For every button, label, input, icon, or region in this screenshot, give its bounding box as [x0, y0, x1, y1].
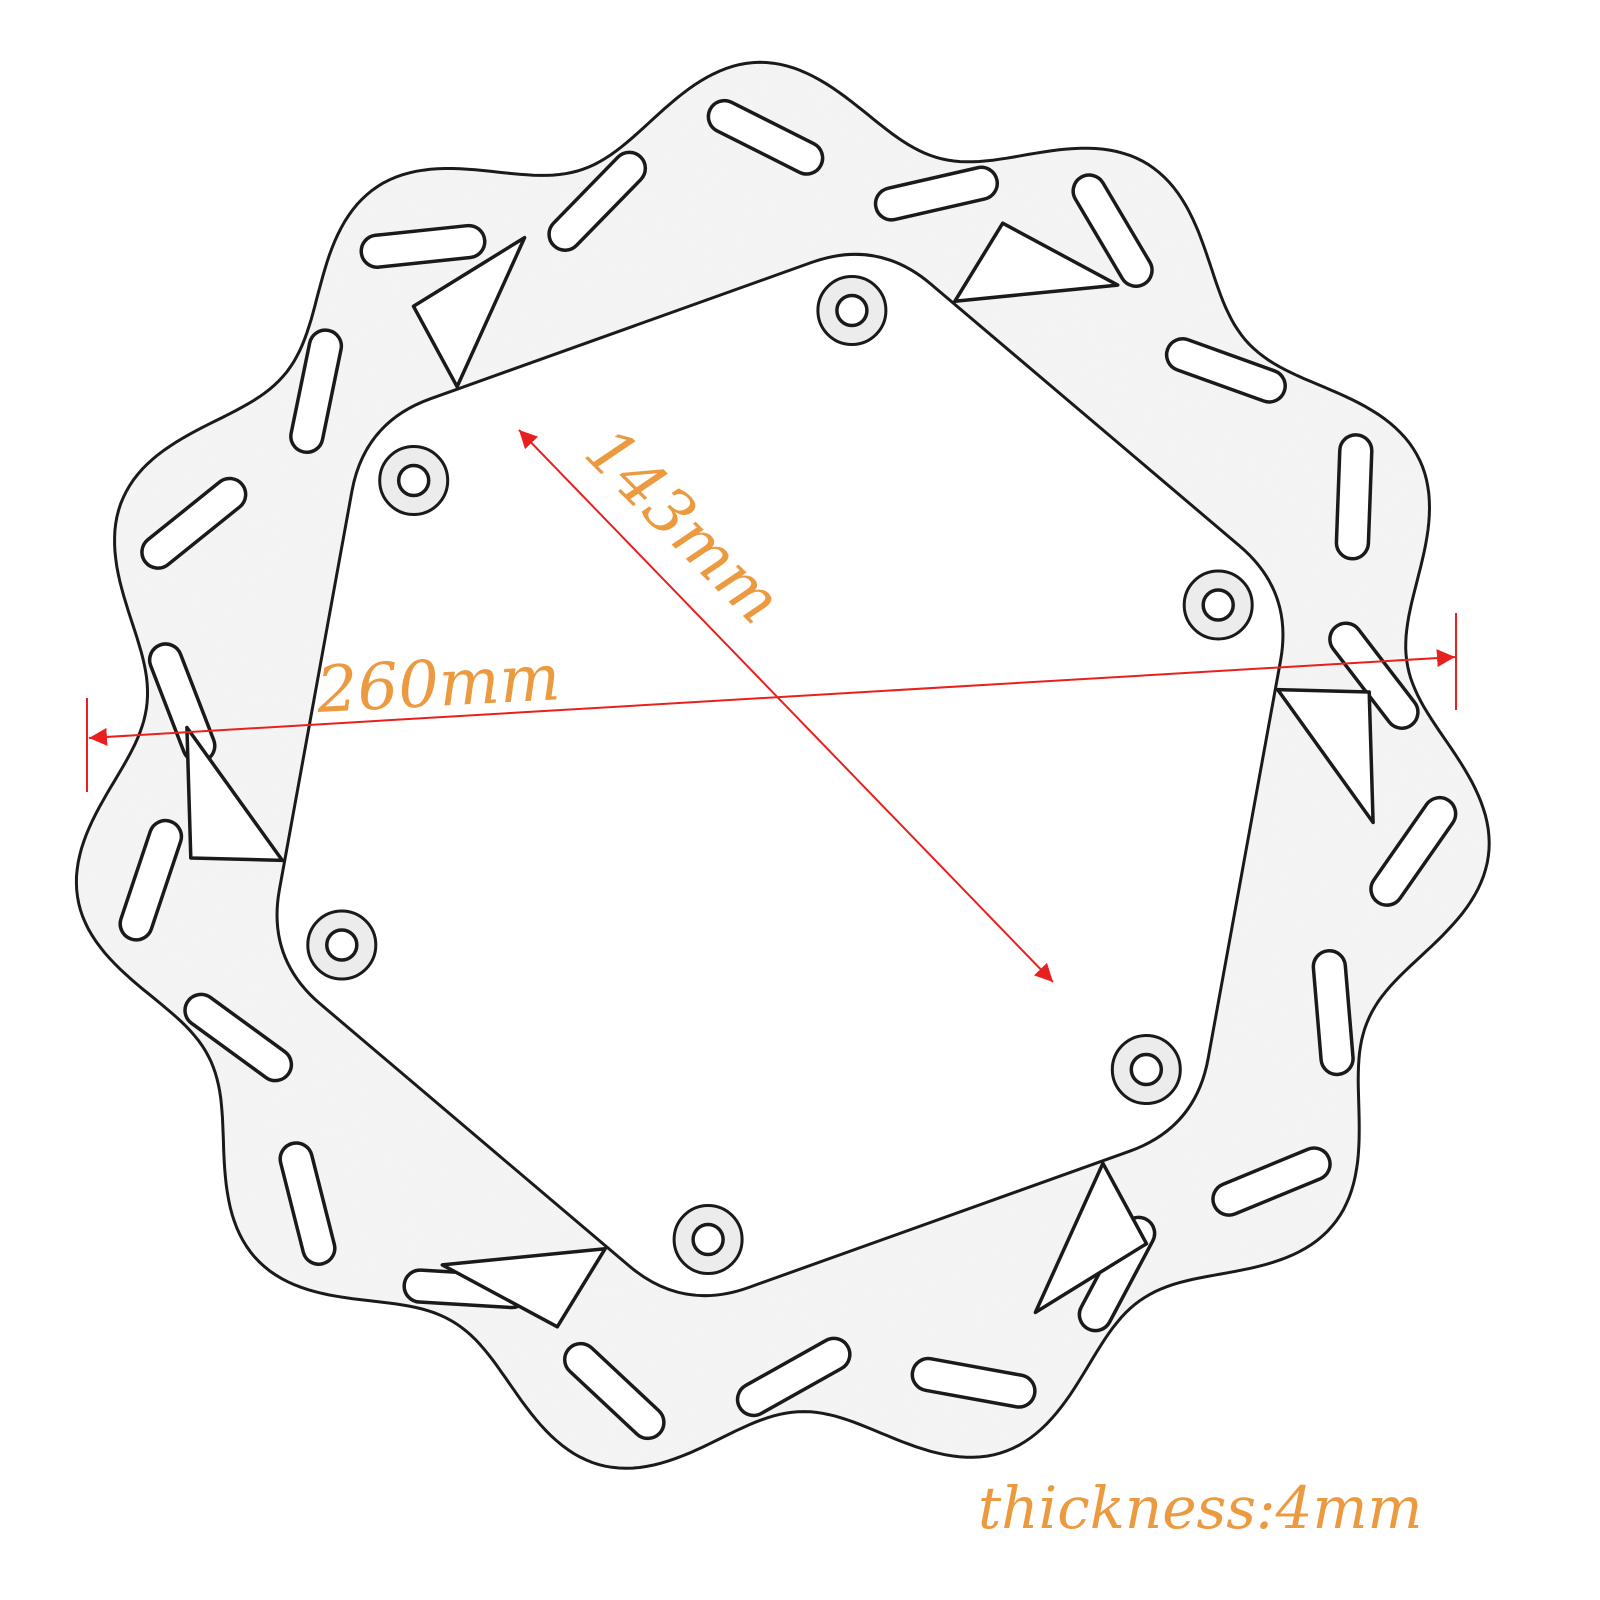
- cooling-slot: [1211, 1146, 1332, 1217]
- mounting-hole: [396, 463, 431, 498]
- cooling-slot: [1071, 173, 1154, 288]
- cooling-slot: [140, 476, 248, 570]
- mounting-hole: [691, 1222, 725, 1257]
- cooling-slot: [359, 223, 487, 269]
- brake-disc: [74, 60, 1491, 1470]
- thickness-label: thickness:4mm: [978, 1474, 1423, 1542]
- mounting-hole: [835, 293, 869, 328]
- cooling-slot: [735, 1336, 852, 1418]
- cooling-slot: [910, 1356, 1037, 1409]
- triangle-cutout: [953, 221, 1120, 303]
- bolt-circle-label: 143mm: [571, 414, 796, 639]
- triangle-cutout: [185, 725, 285, 863]
- cooling-slot: [873, 165, 999, 222]
- mounting-hole: [1201, 588, 1235, 622]
- triangle-cutout: [411, 235, 527, 389]
- triangle-cutout: [1033, 1161, 1149, 1315]
- cooling-slot: [183, 992, 294, 1083]
- cooling-slot: [1164, 337, 1287, 404]
- disc-texture: [76, 62, 1490, 1469]
- cooling-slot: [562, 1341, 666, 1441]
- cooling-slot: [1334, 433, 1374, 561]
- cooling-slot: [706, 98, 825, 176]
- cooling-slot: [278, 1141, 337, 1266]
- triangle-cutout: [440, 1247, 607, 1329]
- mounting-hole: [325, 928, 359, 962]
- outer-diameter-label: 260mm: [314, 641, 562, 728]
- mounting-holes: [306, 275, 1254, 1275]
- cooling-slot: [1311, 949, 1355, 1077]
- cooling-slot: [118, 818, 184, 942]
- cooling-slot: [1369, 795, 1458, 907]
- bolt-circle-dimension-line: [518, 429, 1054, 983]
- cooling-slot: [547, 150, 648, 252]
- dimension-lines: [86, 429, 1457, 983]
- cooling-slots: [118, 98, 1458, 1441]
- mounting-hole: [1129, 1052, 1164, 1087]
- cooling-slot: [289, 328, 344, 455]
